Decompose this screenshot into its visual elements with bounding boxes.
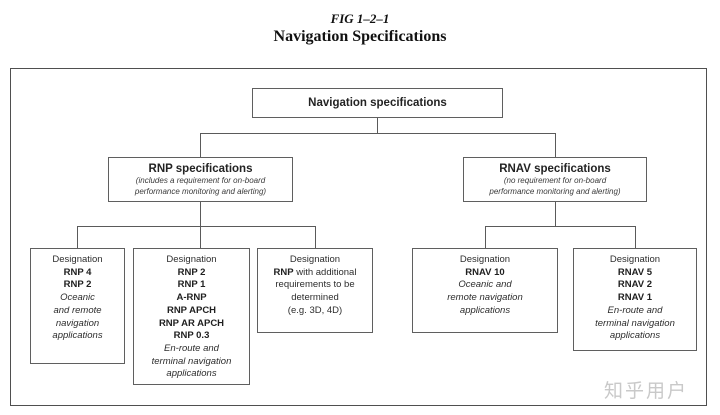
leaf-heading: Designation <box>459 254 511 265</box>
leaf-designations: RNP 2 RNP 1 A-RNP RNP APCH RNP AR APCH R… <box>158 266 225 342</box>
leaf-heading: Designation <box>52 254 103 265</box>
leaf-heading: Designation <box>609 254 661 265</box>
node-rnp-specifications: RNP specifications (includes a requireme… <box>108 157 293 202</box>
leaf-application: En-route and terminal navigation applica… <box>595 304 675 342</box>
leaf-note: RNP with additional requirements to be d… <box>258 267 372 318</box>
branch-title: RNP specifications <box>148 163 253 175</box>
node-rnp-future: Designation RNP with additional requirem… <box>257 248 373 333</box>
connector-line <box>485 226 486 248</box>
leaf-note-text: with additional requirements to be deter… <box>275 266 357 316</box>
connector-line <box>200 202 201 248</box>
connector-line <box>555 133 556 158</box>
leaf-designation-bold: RNP <box>273 266 294 278</box>
leaf-heading: Designation <box>289 254 341 265</box>
connector-line <box>485 226 635 227</box>
leaf-application: Oceanic and remote navigation applicatio… <box>447 279 523 316</box>
branch-subtitle: (no requirement for on-board performance… <box>489 176 621 196</box>
node-rnp-oceanic: Designation RNP 4 RNP 2 Oceanic and remo… <box>30 248 125 364</box>
leaf-designations: RNAV 5 RNAV 2 RNAV 1 <box>617 266 653 304</box>
figure-number: FIG 1–2–1 <box>330 11 390 26</box>
node-rnp-enroute: Designation RNP 2 RNP 1 A-RNP RNP APCH R… <box>133 248 250 385</box>
zhihu-watermark: 知乎用户 <box>604 380 689 402</box>
figure-title: Navigation Specifications <box>273 28 447 45</box>
connector-line <box>77 226 78 248</box>
leaf-designations: RNP 4 RNP 2 <box>63 266 92 291</box>
leaf-application: En-route and terminal navigation applica… <box>151 343 232 380</box>
leaf-application: Oceanic and remote navigation applicatio… <box>52 292 103 342</box>
node-rnav-oceanic: Designation RNAV 10 Oceanic and remote n… <box>412 248 558 333</box>
node-rnav-specifications: RNAV specifications (no requirement for … <box>463 157 647 202</box>
leaf-designations: RNAV 10 <box>465 266 505 278</box>
branch-subtitle: (includes a requirement for on-board per… <box>134 176 267 196</box>
leaf-heading: Designation <box>166 254 217 265</box>
node-navigation-specifications: Navigation specifications <box>252 88 503 118</box>
connector-line <box>77 226 316 227</box>
connector-line <box>315 226 316 248</box>
connector-line <box>377 118 378 133</box>
connector-line <box>200 133 556 134</box>
branch-title: RNAV specifications <box>499 163 611 175</box>
node-label: Navigation specifications <box>308 97 447 109</box>
connector-line <box>200 133 201 158</box>
node-rnav-enroute: Designation RNAV 5 RNAV 2 RNAV 1 En-rout… <box>573 248 697 351</box>
connector-line <box>635 226 636 248</box>
connector-line <box>555 202 556 226</box>
